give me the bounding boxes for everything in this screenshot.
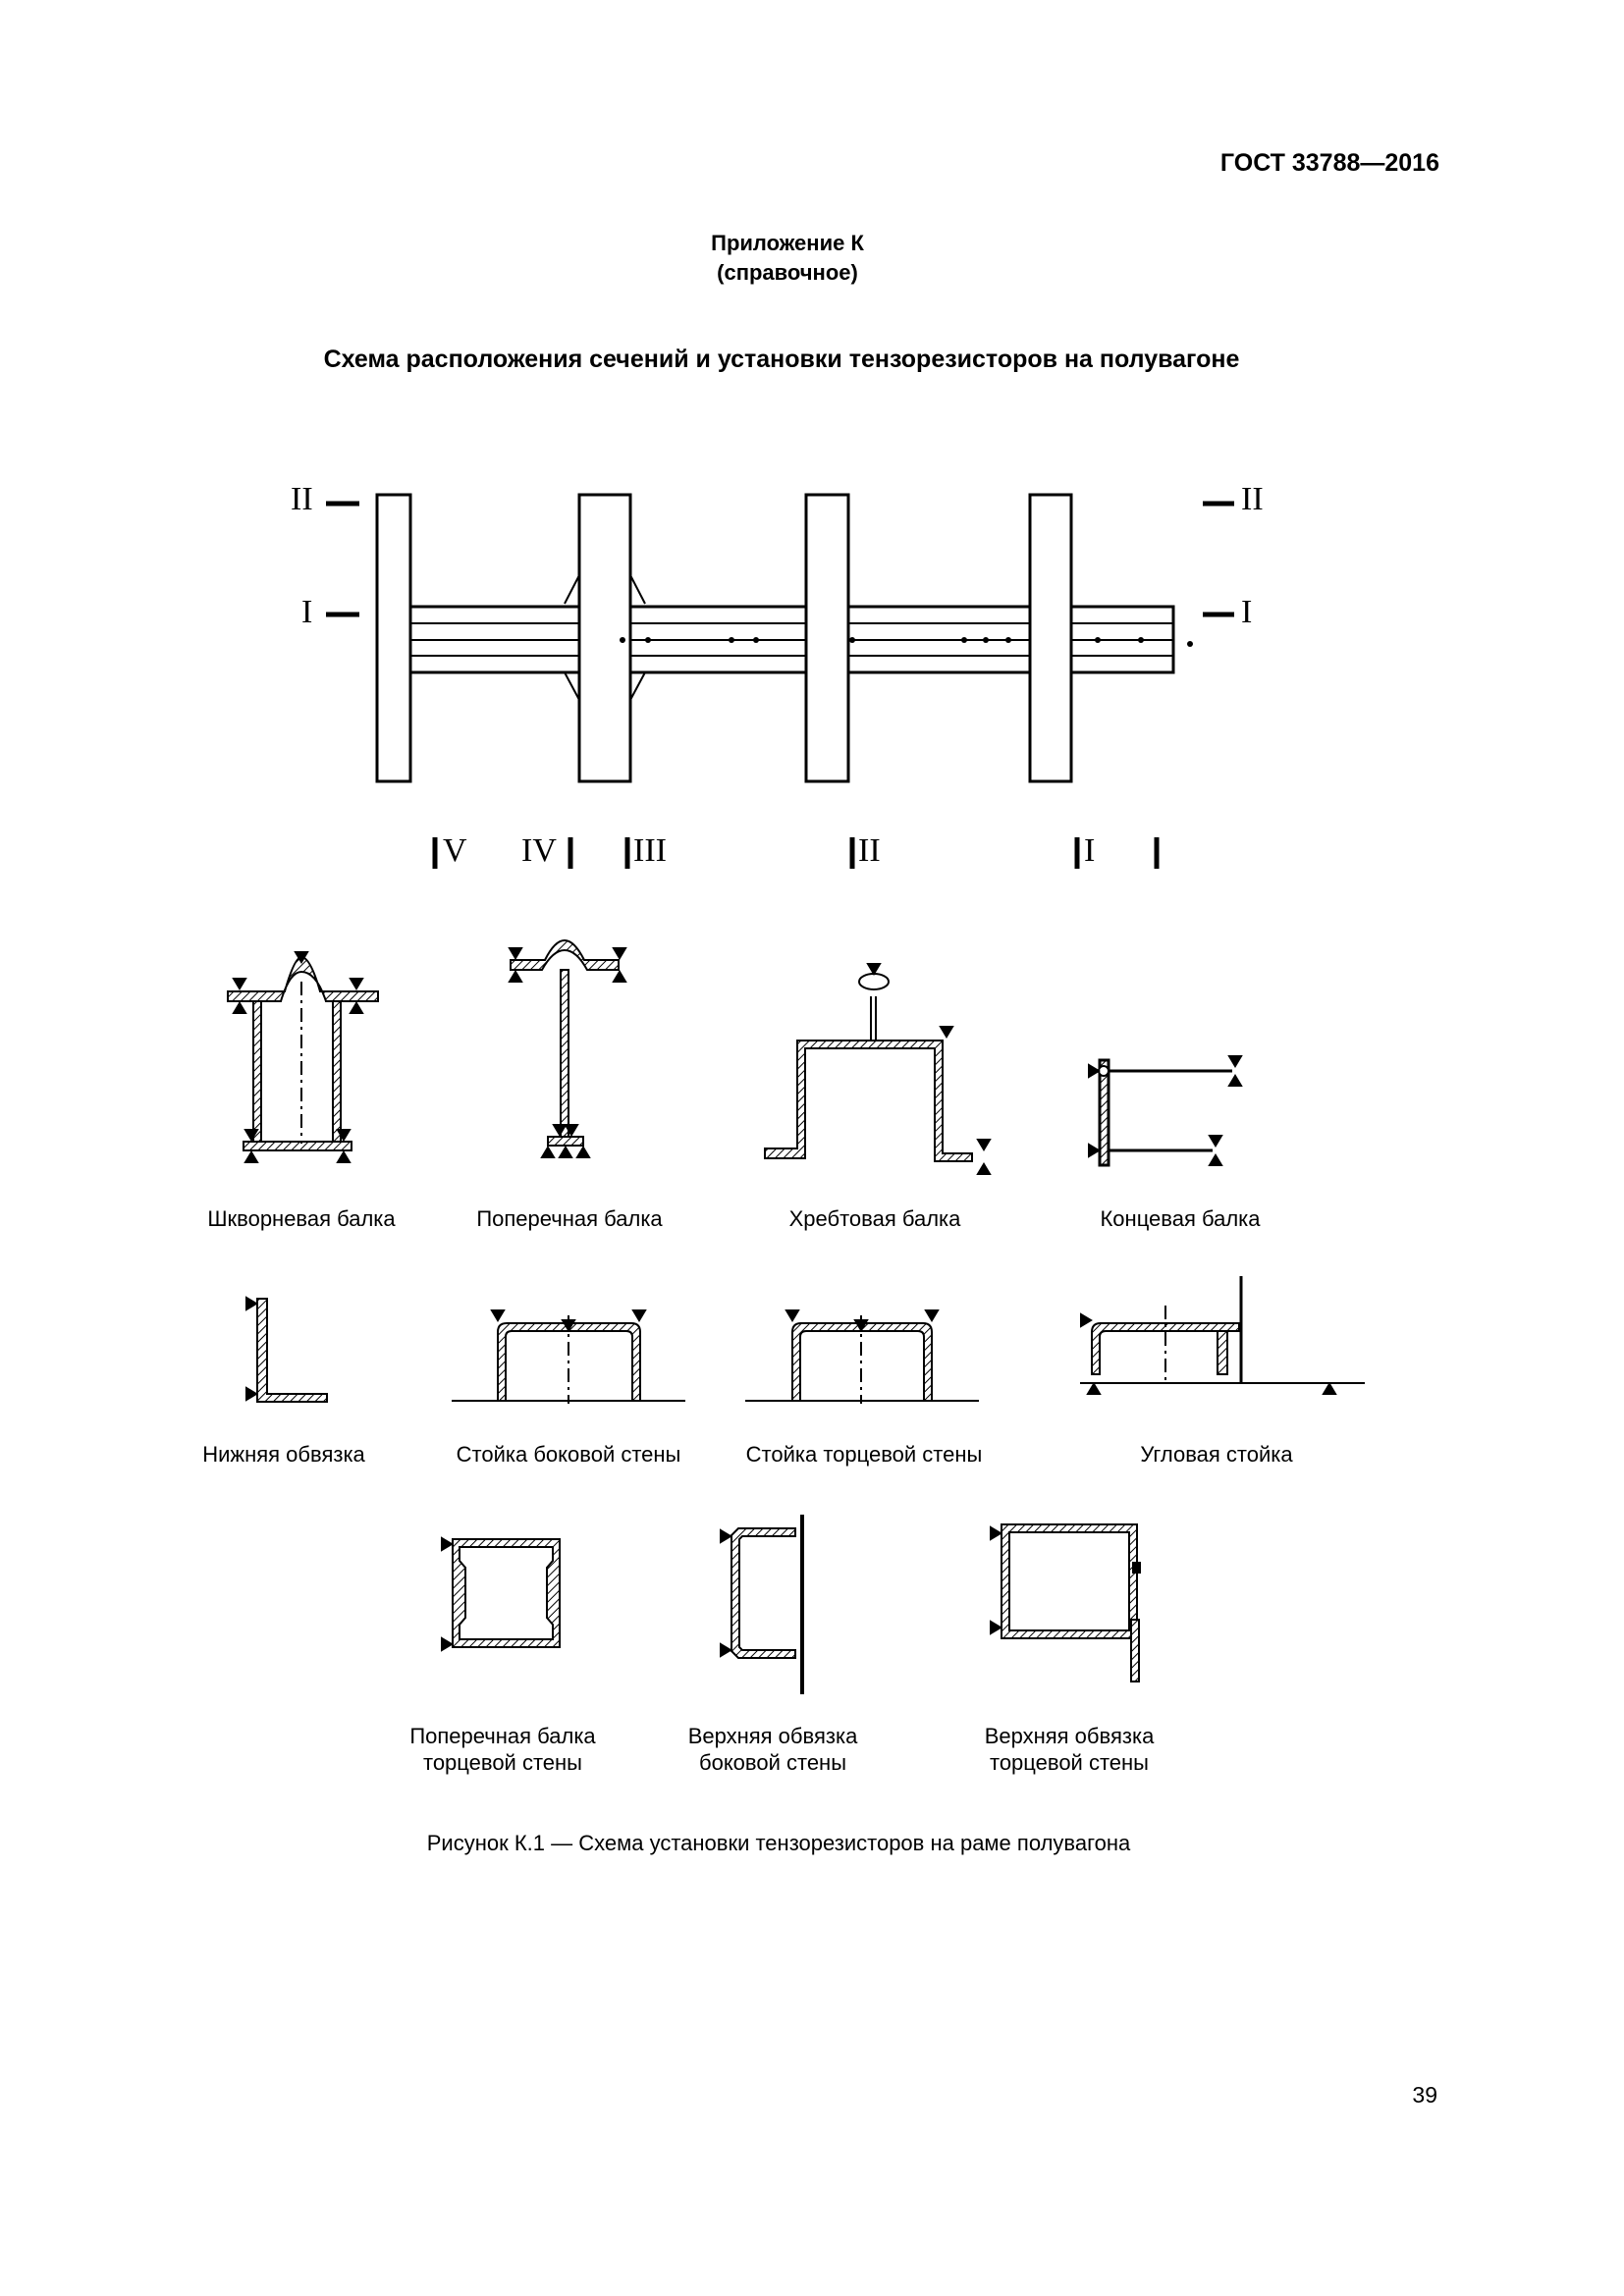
frame-plan-diagram	[326, 493, 1234, 869]
right-label-ii: II	[1241, 481, 1264, 517]
transverse-beam-3	[804, 493, 850, 783]
caption-end-beam: Концевая балка	[1100, 1206, 1261, 1231]
section-label-iii: III	[633, 832, 667, 869]
caption-end-stake: Стойка торцевой стены	[745, 1442, 983, 1467]
caption-end-wall-crossbeam: Поперечная балка торцевой стены	[409, 1724, 596, 1775]
section-end-stake	[745, 1309, 979, 1404]
caption-corner-stake: Угловая стойка	[1140, 1442, 1293, 1467]
section-end-wall-crossbeam	[441, 1537, 561, 1651]
section-side-stake	[452, 1309, 685, 1404]
section-crossbeam	[509, 938, 626, 1158]
section-label-ii: II	[858, 832, 881, 869]
document-code: ГОСТ 33788—2016	[1219, 149, 1439, 177]
caption-bolster: Шкворневая балка	[207, 1206, 396, 1231]
section-label-v: V	[443, 832, 467, 869]
page-title: Схема расположения сечений и установки т…	[323, 346, 1240, 373]
transverse-beam-1	[375, 493, 412, 783]
left-label-ii: II	[291, 481, 313, 517]
caption-side-stake: Стойка боковой стены	[456, 1442, 681, 1467]
section-label-iv: IV	[521, 832, 557, 869]
page-number: 39	[1412, 2082, 1437, 2108]
gauge-points	[620, 637, 1193, 647]
left-label-i: I	[301, 594, 313, 630]
caption-crossbeam: Поперечная балка	[476, 1206, 663, 1231]
section-corner-stake	[1080, 1276, 1365, 1395]
appendix-title: Приложение К	[711, 231, 864, 255]
appendix-subtitle: (справочное)	[717, 260, 858, 285]
section-center-sill	[764, 963, 991, 1175]
caption-side-top-chord: Верхняя обвязка боковой стены	[687, 1724, 858, 1775]
caption-center-sill: Хребтовая балка	[788, 1206, 961, 1231]
transverse-beam-4	[1028, 493, 1073, 783]
section-side-sill	[245, 1297, 328, 1403]
caption-side-sill: Нижняя обвязка	[202, 1442, 365, 1467]
section-label-i: I	[1084, 832, 1096, 869]
caption-end-top-chord: Верхняя обвязка торцевой стены	[984, 1724, 1155, 1775]
appendix-heading: Приложение К (справочное)	[711, 229, 864, 288]
section-side-top-chord	[720, 1515, 804, 1694]
section-end-beam	[1088, 1055, 1242, 1167]
right-label-i: I	[1241, 594, 1253, 630]
section-end-top-chord	[990, 1523, 1141, 1682]
section-bolster	[227, 951, 379, 1163]
figure-caption: Рисунок К.1 — Схема установки тензорезис…	[426, 1831, 1131, 1855]
